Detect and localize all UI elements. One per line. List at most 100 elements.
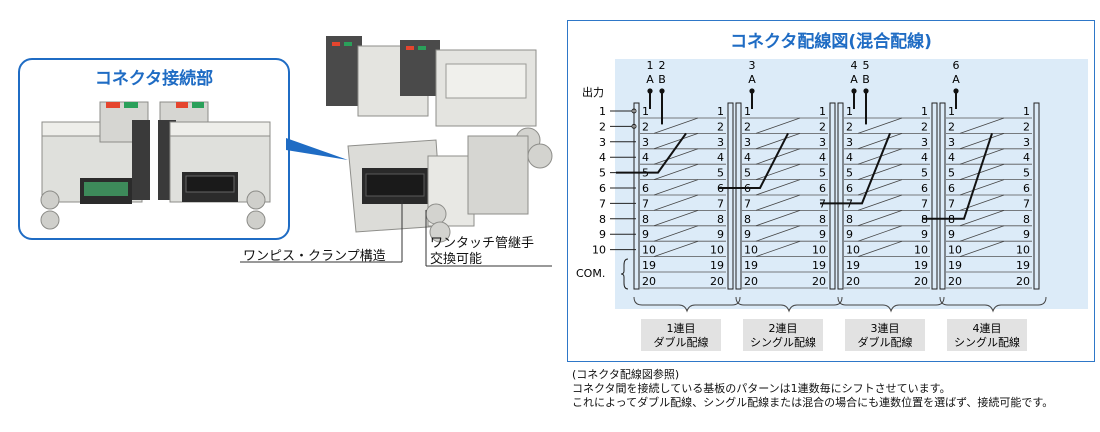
diagram-background: [615, 59, 1088, 309]
shift-trace: [857, 163, 903, 180]
pin-number-right: 5: [717, 167, 724, 180]
pin-number-left: 3: [642, 136, 649, 149]
pin-number-left: 7: [948, 197, 955, 210]
pin-number-left: 2: [948, 120, 955, 133]
output-label: 出力: [582, 85, 604, 99]
pin-number-right: 2: [1023, 120, 1030, 133]
pin-number-right: 4: [717, 151, 724, 164]
pin-number-left: 8: [642, 213, 649, 226]
wiring-diagram-title: コネクタ配線図(混合配線): [730, 32, 932, 52]
shift-trace: [653, 194, 699, 211]
notes-block: (コネクタ配線図参照) コネクタ間を接続している基板のパターンは1連数毎にシフト…: [572, 368, 1053, 410]
shift-trace: [959, 225, 1005, 242]
com-pin-right: 20: [710, 275, 724, 288]
station-connector-right: [727, 102, 734, 290]
station-caption-line1: 1連目: [667, 321, 696, 335]
com-label: COM.: [576, 267, 605, 280]
output-row-number: 2: [599, 120, 606, 133]
station-brace: [633, 296, 741, 313]
shift-trace: [755, 194, 801, 211]
com-pin-left: 19: [846, 259, 860, 272]
shift-trace: [959, 163, 1005, 180]
shift-trace: [857, 240, 903, 257]
pin-number-right: 1: [717, 105, 724, 118]
pin-number-right: 5: [1023, 167, 1030, 180]
solenoid-letter: A: [952, 73, 960, 86]
pin-number-left: 1: [846, 105, 853, 118]
pin-number-right: 8: [819, 213, 826, 226]
connector-inset-panel: コネクタ接続部: [18, 58, 290, 240]
pin-number-left: 3: [846, 136, 853, 149]
shift-trace: [857, 225, 903, 242]
solenoid-letter: A: [748, 73, 756, 86]
inset-manifold-illustration: [40, 101, 271, 230]
pin-number-right: 5: [921, 167, 928, 180]
output-row-number: 9: [599, 228, 606, 241]
station-connector-left: [837, 102, 844, 290]
upper-valve-stack: [326, 36, 553, 169]
pin-number-left: 9: [948, 228, 955, 241]
solenoid-letter: A: [646, 73, 654, 86]
pin-number-right: 6: [921, 182, 928, 195]
pin-number-left: 6: [846, 182, 853, 195]
shift-trace: [959, 210, 1005, 227]
pin-number-left: 3: [744, 136, 751, 149]
station-caption-box: [947, 319, 1027, 351]
output-row-number: 1: [599, 105, 606, 118]
callout-fitting-line2: 交換可能: [430, 252, 483, 267]
output-row-number: 3: [599, 136, 606, 149]
output-row-number: 10: [592, 244, 606, 257]
shift-trace: [653, 163, 699, 180]
shift-trace: [755, 133, 801, 150]
com-pin-right: 20: [1016, 275, 1030, 288]
pin-number-left: 5: [846, 167, 853, 180]
solenoid-letter: B: [862, 73, 870, 86]
signal-path: [922, 133, 993, 220]
output-row-number: 6: [599, 182, 606, 195]
pin-number-left: 2: [846, 120, 853, 133]
pin-number-right: 3: [717, 136, 724, 149]
shift-trace: [653, 133, 699, 150]
lower-connector-block: [347, 135, 529, 243]
pin-number-right: 4: [1023, 151, 1030, 164]
pin-number-right: 9: [1023, 228, 1030, 241]
shift-trace: [653, 225, 699, 242]
pin-number-right: 9: [717, 228, 724, 241]
solenoid-number: 4: [851, 59, 858, 72]
pin-number-left: 4: [948, 151, 955, 164]
pin-number-left: 6: [948, 182, 955, 195]
pin-number-left: 3: [948, 136, 955, 149]
right-valve-block: [158, 101, 271, 230]
callout-fitting-line1: ワンタッチ管継手: [430, 236, 535, 251]
solenoid-number: 2: [659, 59, 666, 72]
shift-trace: [959, 117, 1005, 134]
shift-trace: [959, 133, 1005, 150]
pin-number-left: 8: [744, 213, 751, 226]
com-pin-right: 19: [710, 259, 724, 272]
station-connector-right: [931, 102, 938, 290]
pin-number-right: 1: [921, 105, 928, 118]
pin-number-left: 5: [744, 167, 751, 180]
signal-path: [820, 133, 891, 205]
shift-trace: [755, 117, 801, 134]
shift-trace: [959, 240, 1005, 257]
pin-number-right: 7: [717, 197, 724, 210]
shift-trace: [857, 210, 903, 227]
pin-number-right: 7: [921, 197, 928, 210]
callout-one-piece-clamp: ワンピス・クランプ構造: [243, 249, 386, 264]
pin-number-right: 4: [819, 151, 826, 164]
pin-number-left: 10: [948, 244, 962, 257]
pin-number-right: 9: [921, 228, 928, 241]
output-row-number: 5: [599, 167, 606, 180]
solenoid-number: 1: [647, 59, 654, 72]
solenoid-letter: A: [850, 73, 858, 86]
pin-number-right: 10: [914, 244, 928, 257]
com-pin-right: 19: [1016, 259, 1030, 272]
shift-trace: [755, 240, 801, 257]
pin-number-left: 4: [744, 151, 751, 164]
station-caption-box: [845, 319, 925, 351]
output-row-number: 4: [599, 151, 606, 164]
station-caption-line2: ダブル配線: [858, 335, 913, 349]
com-brace: [620, 258, 629, 290]
shift-trace: [857, 194, 903, 211]
